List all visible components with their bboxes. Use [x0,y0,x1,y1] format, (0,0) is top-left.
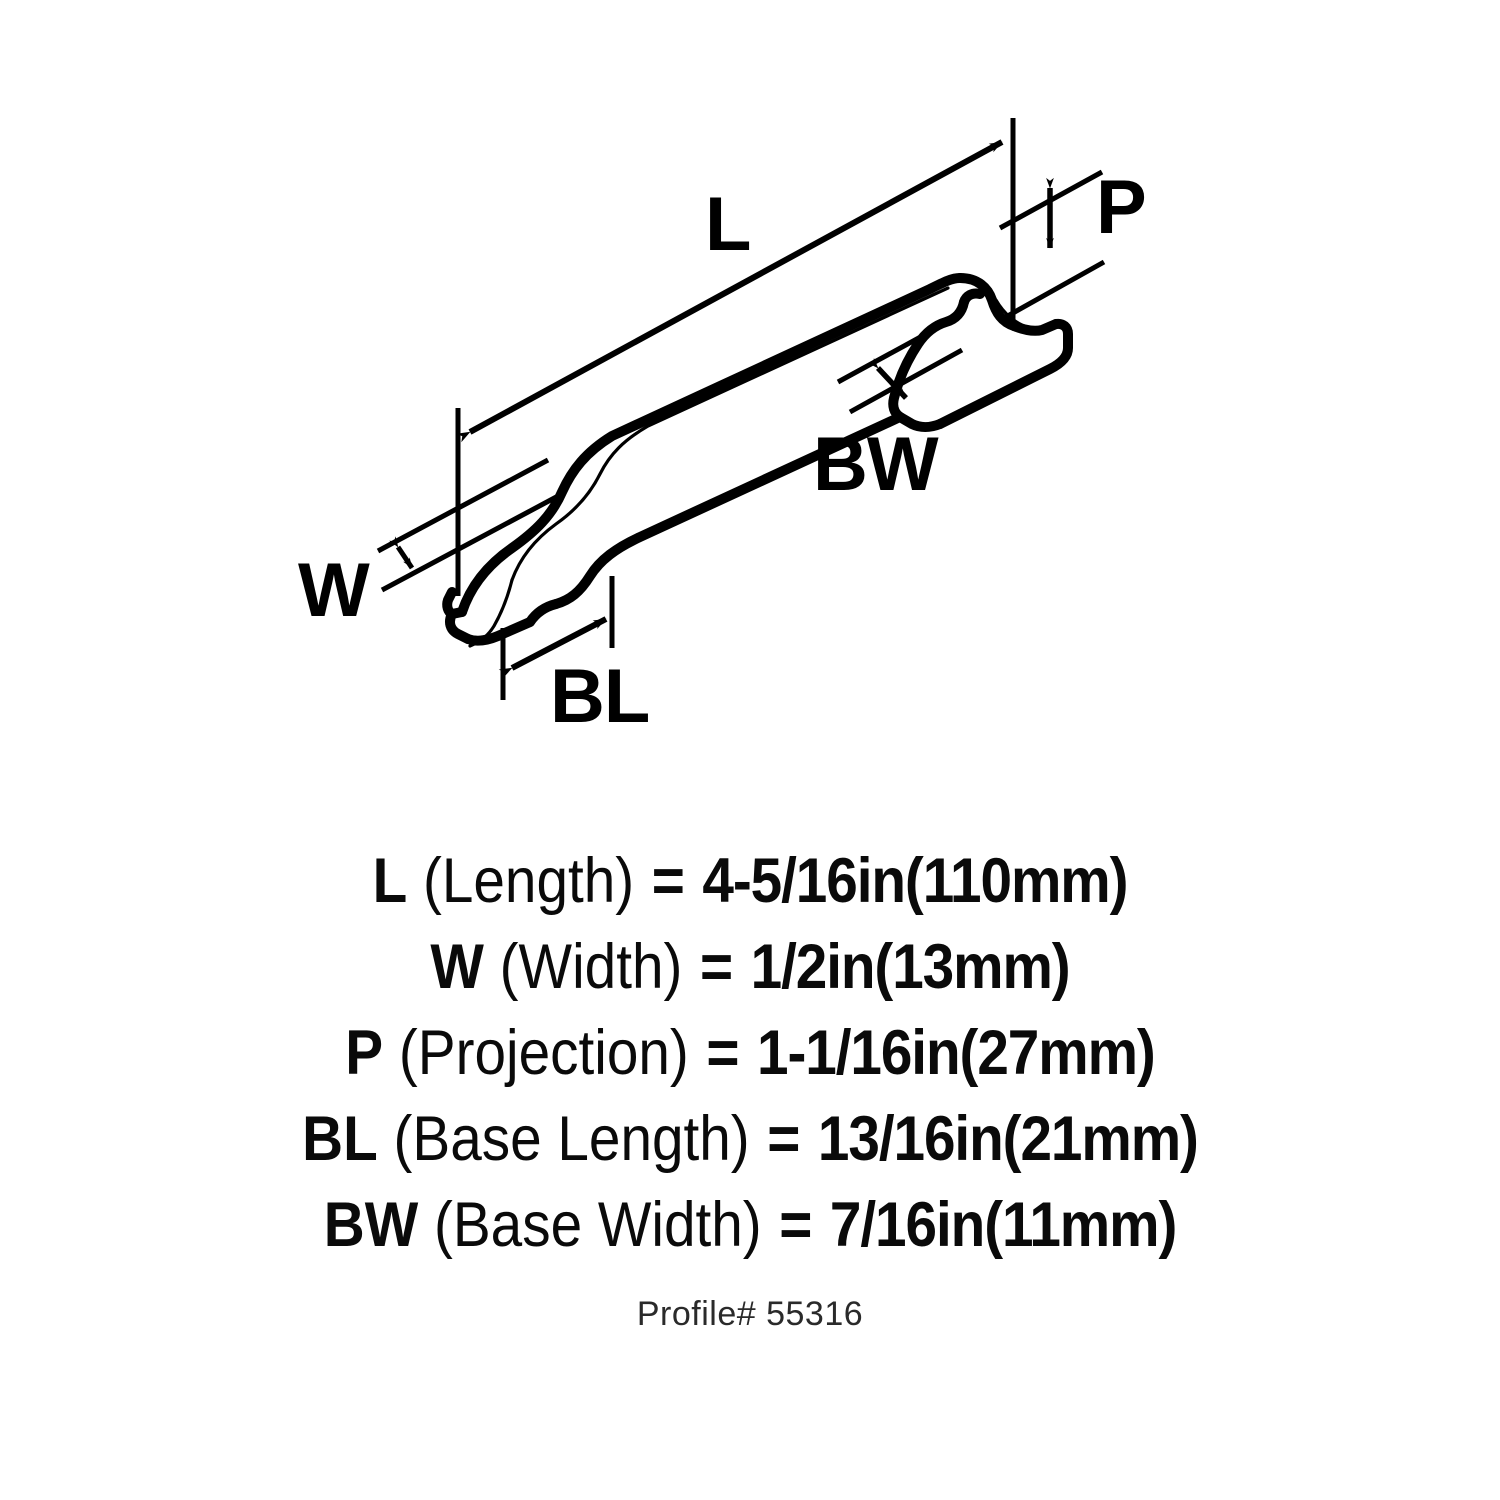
spec-equals-BL: = [767,1104,801,1174]
L-dimension-line [456,139,1004,443]
dim-label-BW: BW [813,422,939,507]
spec-row-base-length: BL (Base Length) = 13/16in(21mm) [75,1096,1425,1182]
handle-crown-contour [510,286,950,582]
spec-equals-P: = [706,1018,740,1088]
dimension-L: L [455,118,1016,596]
W-dimension-line [389,536,415,570]
handle-right-foot-side [935,318,1073,429]
spec-row-base-width: BW (Base Width) = 7/16in(11mm) [75,1182,1425,1268]
dimension-P: P [998,165,1147,321]
dimension-BW: BW [813,319,964,507]
spec-row-width: W (Width) = 1/2in(13mm) [75,924,1425,1010]
dim-label-P: P [1096,165,1146,250]
spec-symbol-BL: BL [302,1104,378,1174]
handle-left-foot-contour [468,578,514,648]
spec-value-P: 1-1/16in(27mm) [757,1018,1156,1088]
handle-right-notch [959,288,985,307]
P-extension-lower [1002,259,1106,321]
BW-extension-upper [836,319,950,385]
spec-row-length: L (Length) = 4-5/16in(110mm) [75,838,1425,924]
specification-list: L (Length) = 4-5/16in(110mm) W (Width) =… [0,838,1500,1268]
spec-symbol-P: P [345,1018,384,1088]
dim-label-L: L [705,182,750,267]
spec-equals-BW: = [779,1190,813,1260]
spec-value-L: 4-5/16in(110mm) [702,846,1128,916]
spec-name-L: (Length) [422,846,635,916]
W-extension-lower [380,492,562,593]
BL-dimension-line [498,616,608,679]
handle-right-foot-top [1009,319,1061,336]
spec-equals-W: = [699,932,734,1002]
handle-right-foot-inner-wall [888,297,969,422]
spec-name-W: (Width) [499,932,683,1002]
dim-label-BL: BL [550,654,649,739]
spec-name-BW: (Base Width) [433,1190,762,1260]
handle-left-foot-outer [442,587,457,619]
spec-name-BL: (Base Length) [393,1104,750,1174]
spec-value-W: 1/2in(13mm) [750,932,1071,1002]
spec-symbol-W: W [430,932,484,1002]
spec-name-P: (Projection) [398,1018,689,1088]
spec-value-BW: 7/16in(11mm) [829,1190,1177,1260]
dimension-W: W [298,457,562,633]
spec-equals-L: = [651,846,685,916]
dim-label-W: W [298,548,370,633]
handle-outline [442,273,1073,646]
W-extension-upper [376,457,550,554]
handle-left-foot-rim [463,617,535,646]
spec-row-projection: P (Projection) = 1-1/16in(27mm) [75,1010,1425,1096]
spec-symbol-BW: BW [323,1190,419,1260]
dimension-BL: BL [498,576,650,739]
spec-symbol-L: L [372,846,408,916]
product-dimension-drawing: L P W [298,118,1147,739]
profile-number: Profile# 55316 [636,1295,864,1333]
BW-dimension-line [868,357,909,400]
spec-value-BL: 13/16in(21mm) [817,1104,1199,1174]
handle-interior-contours [468,286,1032,648]
drawing-canvas: L P W [298,118,1147,739]
handle-bottom-edge [551,412,905,609]
